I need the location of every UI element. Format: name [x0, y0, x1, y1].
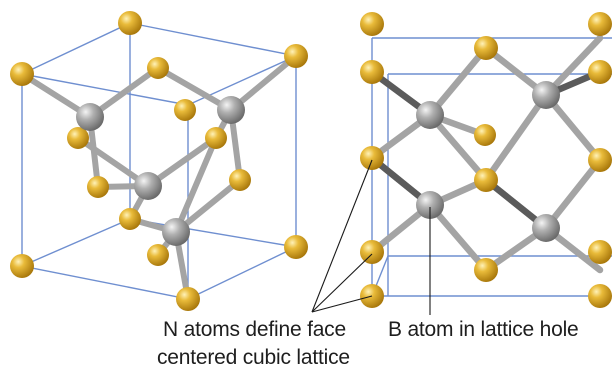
- b-atom: [76, 103, 104, 131]
- n-atom: [229, 169, 251, 191]
- right-bonds: [368, 34, 604, 274]
- callout-pointers: [311, 159, 431, 315]
- n-atom: [360, 60, 384, 84]
- n-atom: [588, 148, 612, 172]
- n-atom: [474, 124, 496, 146]
- right-b-atoms: [416, 81, 560, 242]
- n-atom: [174, 99, 196, 121]
- n-atom: [147, 244, 169, 266]
- n-atom: [360, 240, 384, 264]
- n-atom: [360, 146, 384, 170]
- b-atom: [532, 214, 560, 242]
- left-n-atoms: [10, 11, 308, 311]
- n-atom: [360, 12, 384, 36]
- left-unit-cell: [10, 11, 308, 311]
- right-lattice: [360, 12, 612, 308]
- n-atom: [87, 176, 109, 198]
- n-atom: [588, 284, 612, 308]
- n-atom: [588, 12, 612, 36]
- n-atom: [474, 36, 498, 60]
- n-atom: [474, 258, 498, 282]
- n-atom: [284, 235, 308, 259]
- pointer-line-n-atoms-2: [311, 253, 373, 313]
- right-n-atoms: [360, 12, 612, 308]
- pointer-line-n-atoms-1: [311, 159, 373, 313]
- label-n-atoms-line2: centered cubic lattice: [157, 346, 350, 369]
- pointer-line-n-atoms-3: [311, 295, 373, 313]
- n-atom: [588, 240, 612, 264]
- n-atom: [474, 168, 498, 192]
- n-atom: [176, 287, 200, 311]
- n-atom: [284, 44, 308, 68]
- n-atom: [67, 127, 89, 149]
- label-n-atoms-line1: N atoms define face: [163, 318, 346, 341]
- b-atom: [134, 172, 162, 200]
- label-b-atom: B atom in lattice hole: [388, 318, 579, 341]
- b-atom: [532, 81, 560, 109]
- n-atom: [119, 208, 141, 230]
- n-atom: [147, 57, 169, 79]
- b-atom: [416, 191, 444, 219]
- b-atom: [416, 101, 444, 129]
- left-b-atoms: [76, 96, 245, 246]
- n-atom: [588, 60, 612, 84]
- b-atom: [162, 218, 190, 246]
- b-atom: [217, 96, 245, 124]
- n-atom: [10, 62, 34, 86]
- n-atom: [10, 254, 34, 278]
- n-atom: [205, 127, 227, 149]
- n-atom: [118, 11, 142, 35]
